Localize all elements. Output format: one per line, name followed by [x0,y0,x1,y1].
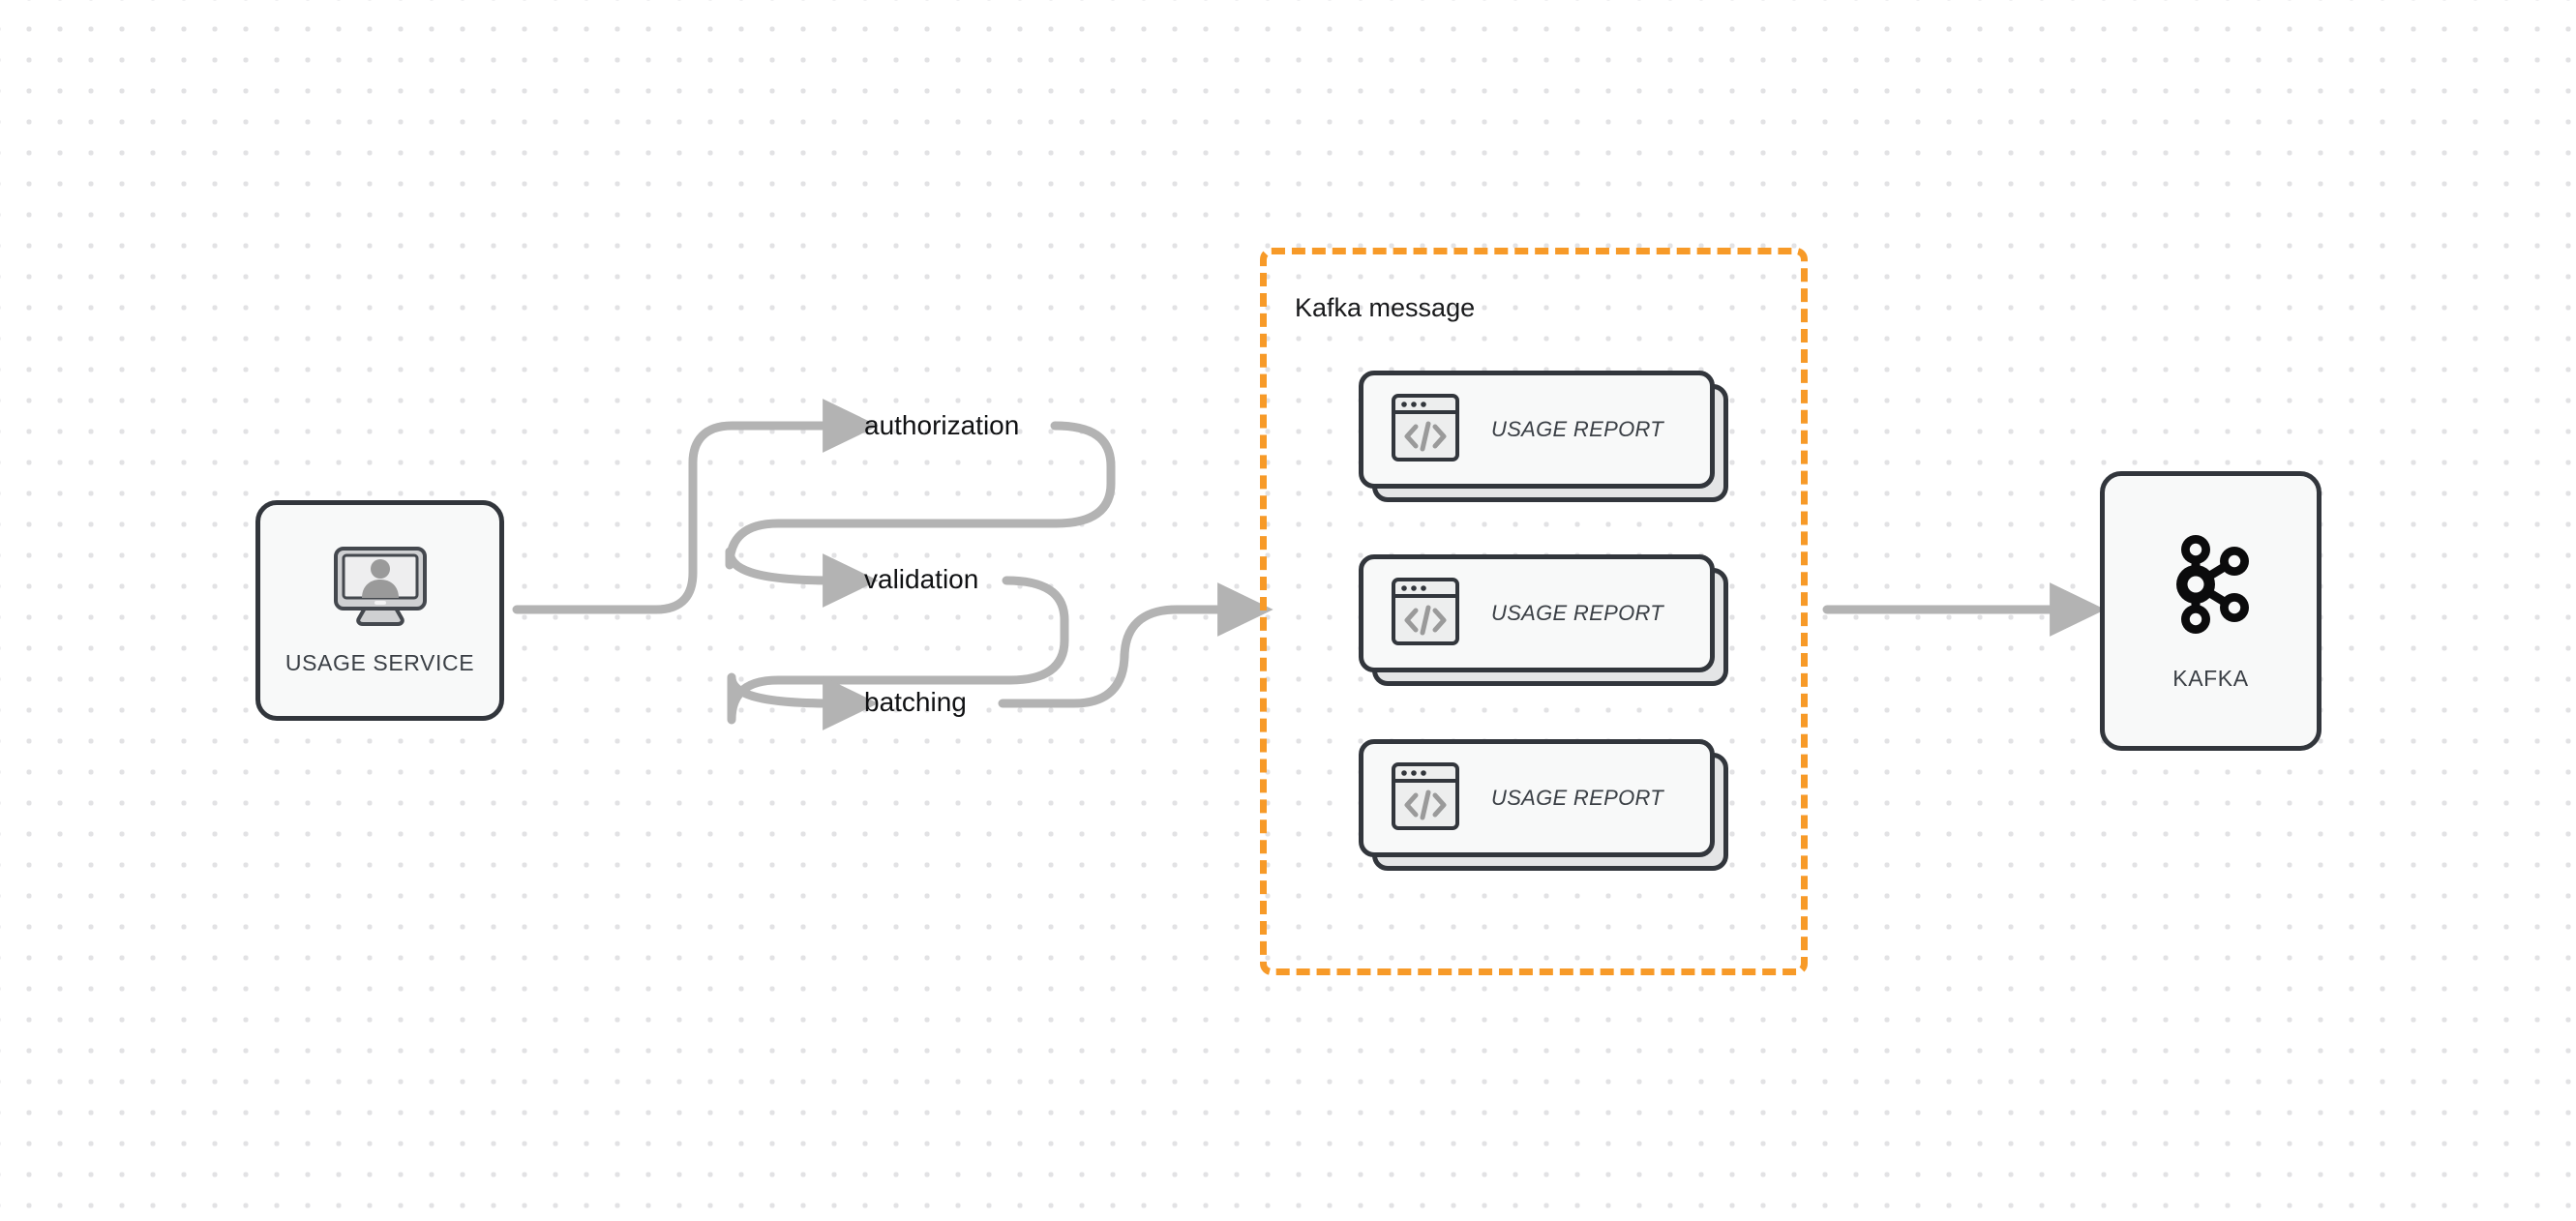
pipeline-step-batching: batching [864,687,967,717]
node-kafka[interactable]: KAFKA [2100,471,2321,751]
code-window-icon [1391,393,1460,467]
usage-report-card[interactable]: USAGE REPORT [1359,739,1728,871]
monitor-user-icon [328,545,433,635]
usage-report-card[interactable]: USAGE REPORT [1359,371,1728,502]
node-kafka-label: KAFKA [2172,665,2249,691]
usage-report-card-label: USAGE REPORT [1491,786,1664,810]
node-usage-service-label: USAGE SERVICE [285,650,475,675]
pipeline-step-validation: validation [864,564,979,594]
usage-report-card-front[interactable]: USAGE REPORT [1359,371,1715,489]
usage-report-card-front[interactable]: USAGE REPORT [1359,739,1715,857]
usage-report-card-label: USAGE REPORT [1491,417,1664,441]
code-window-icon [1391,761,1460,836]
kafka-message-group-boundary [1260,248,1808,975]
node-usage-service[interactable]: USAGE SERVICE [255,500,504,721]
code-window-icon [1391,577,1460,651]
pipeline-step-authorization: authorization [864,410,1020,440]
usage-report-card-front[interactable]: USAGE REPORT [1359,554,1715,672]
usage-report-card-label: USAGE REPORT [1491,601,1664,625]
usage-report-card[interactable]: USAGE REPORT [1359,554,1728,686]
kafka-message-group-title: Kafka message [1295,293,1476,322]
edge-authorization-to-validation [725,421,1116,608]
edge-usage-service-to-authorization [512,399,879,614]
kafka-logo-icon [2165,531,2258,642]
edge-batching-to-kafka-message [998,582,1273,708]
